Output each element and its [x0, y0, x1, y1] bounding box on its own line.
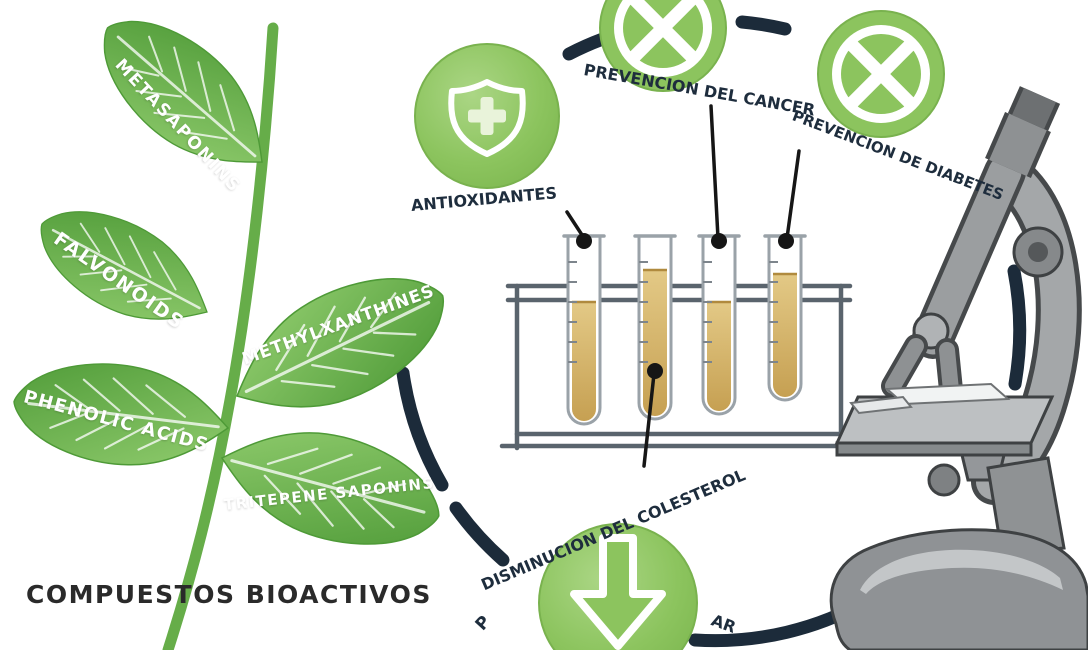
- test-tube-3: [697, 234, 741, 416]
- shield-icon: [448, 79, 526, 157]
- slide: [849, 395, 913, 415]
- cancer-prevention-icon: [599, 0, 727, 92]
- page-title: COMPUESTOS BIOACTIVOS: [26, 580, 432, 609]
- cross-out-icon: [842, 35, 920, 113]
- plant-stem: [162, 22, 279, 650]
- test-tubes: [562, 234, 807, 426]
- antioxidants-icon: [414, 43, 560, 189]
- cross-out-icon: [624, 0, 702, 67]
- microscope: [829, 86, 1088, 650]
- test-tube-2: [633, 234, 677, 421]
- plant: [6, 0, 468, 650]
- test-tube-1: [562, 234, 606, 426]
- diabetes-prevention-icon: [817, 10, 945, 138]
- test-tube-rack: [499, 283, 859, 451]
- pillar: [986, 456, 1066, 556]
- plus-icon: [468, 97, 506, 135]
- test-tube-4: [763, 234, 807, 402]
- leaf-falvonoids: [20, 185, 229, 352]
- arrow-down-icon: [570, 534, 666, 650]
- connector-lines: [565, 104, 801, 468]
- connector-dots: [576, 233, 794, 379]
- cholesterol-reduction-icon: [538, 523, 698, 650]
